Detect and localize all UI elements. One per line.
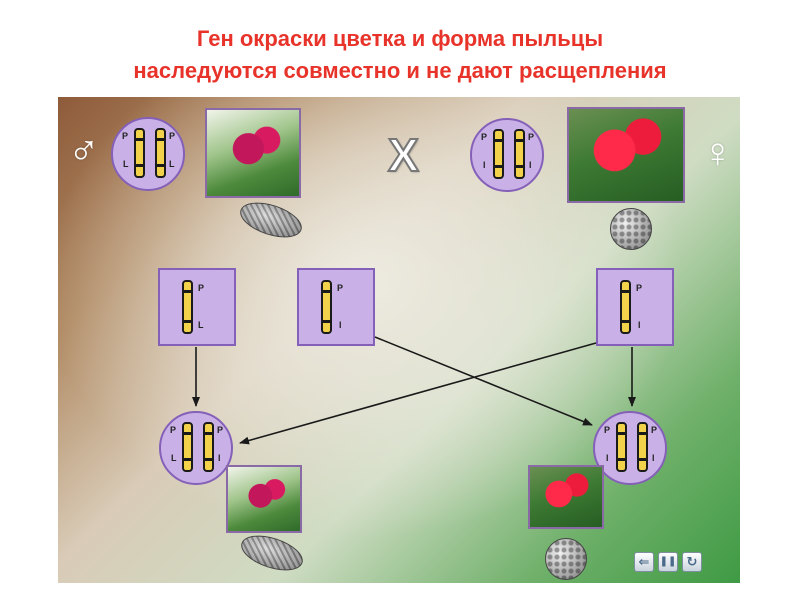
arrow	[239, 342, 597, 445]
allele-label: P	[170, 425, 177, 435]
title-line-2: наследуются совместно и не дают расщепле…	[133, 58, 667, 83]
allele-label: P	[198, 283, 205, 293]
allele-label: L	[169, 159, 175, 169]
chromosome	[155, 128, 166, 178]
cross-icon: X	[387, 129, 420, 181]
allele-label: P	[337, 283, 344, 293]
replay-icon[interactable]: ↻	[682, 552, 702, 572]
chromosome	[616, 422, 627, 472]
female-parent-cell: P P l l	[470, 118, 544, 192]
back-icon[interactable]: ⇐	[634, 552, 654, 572]
allele-label: l	[652, 453, 655, 463]
chromosome	[493, 129, 504, 179]
round-pollen-image	[545, 538, 587, 580]
allele-label: l	[638, 320, 641, 330]
chromosome	[182, 422, 193, 472]
female-symbol-icon: ♀	[702, 129, 734, 176]
offspring-1-flower-photo	[226, 465, 302, 533]
allele-label: l	[483, 160, 486, 170]
chromosome	[620, 280, 631, 334]
pause-icon[interactable]: ❚❚	[658, 552, 678, 572]
allele-label: P	[651, 425, 658, 435]
arrow	[374, 336, 593, 426]
offspring-cell-1: P P L l	[159, 411, 233, 485]
allele-label: P	[528, 132, 535, 142]
male-flower-photo	[205, 108, 301, 198]
chromosome	[134, 128, 145, 178]
chromosome	[514, 129, 525, 179]
allele-label: P	[122, 131, 129, 141]
allele-label: P	[169, 131, 176, 141]
offspring-cell-2: P P l l	[593, 411, 667, 485]
allele-label: P	[604, 425, 611, 435]
female-flower-photo	[567, 107, 685, 203]
gamete-cell-1: P L	[158, 268, 236, 346]
male-symbol-icon: ♂	[68, 125, 100, 172]
allele-label: l	[606, 453, 609, 463]
gamete-cell-3: P l	[596, 268, 674, 346]
title-line-1: Ген окраски цветка и форма пыльцы	[196, 26, 604, 51]
male-parent-cell: P P L L	[111, 117, 185, 191]
chromosome	[321, 280, 332, 334]
allele-label: l	[339, 320, 342, 330]
allele-label: P	[217, 425, 224, 435]
allele-label: L	[123, 159, 129, 169]
gamete-cell-2: P l	[297, 268, 375, 346]
allele-label: P	[481, 132, 488, 142]
allele-label: P	[636, 283, 643, 293]
allele-label: L	[198, 320, 204, 330]
allele-label: l	[218, 453, 221, 463]
chromosome	[203, 422, 214, 472]
chromosome	[182, 280, 193, 334]
allele-label: l	[529, 160, 532, 170]
allele-label: L	[171, 453, 177, 463]
round-pollen-image	[610, 208, 652, 250]
chromosome	[637, 422, 648, 472]
offspring-2-flower-photo	[528, 465, 604, 529]
